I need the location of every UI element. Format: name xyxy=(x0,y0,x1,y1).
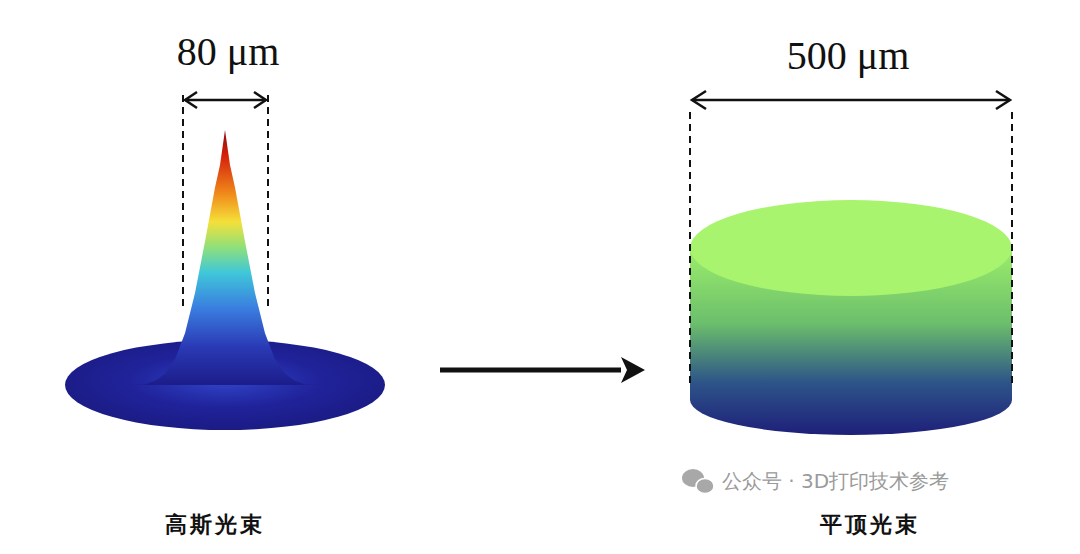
beam-caption: 平顶光束 xyxy=(820,510,920,540)
beam-panel: 高斯光束 xyxy=(40,120,440,545)
dimension-label: 80 μm xyxy=(177,28,280,75)
watermark: 公众号 · 3D打印技术参考 xyxy=(722,468,949,495)
gaussian-beam xyxy=(65,130,385,430)
dimension-arrows xyxy=(185,91,1010,109)
wechat-icon xyxy=(682,469,714,494)
beam-caption: 高斯光束 xyxy=(165,510,265,540)
dimension-guides xyxy=(183,95,1012,385)
flat-top-beam xyxy=(690,200,1012,435)
dimension-label: 500 μm xyxy=(787,32,910,79)
cylinder-top xyxy=(690,200,1012,296)
transform-arrow xyxy=(440,357,645,383)
gaussian-peak xyxy=(125,130,325,385)
